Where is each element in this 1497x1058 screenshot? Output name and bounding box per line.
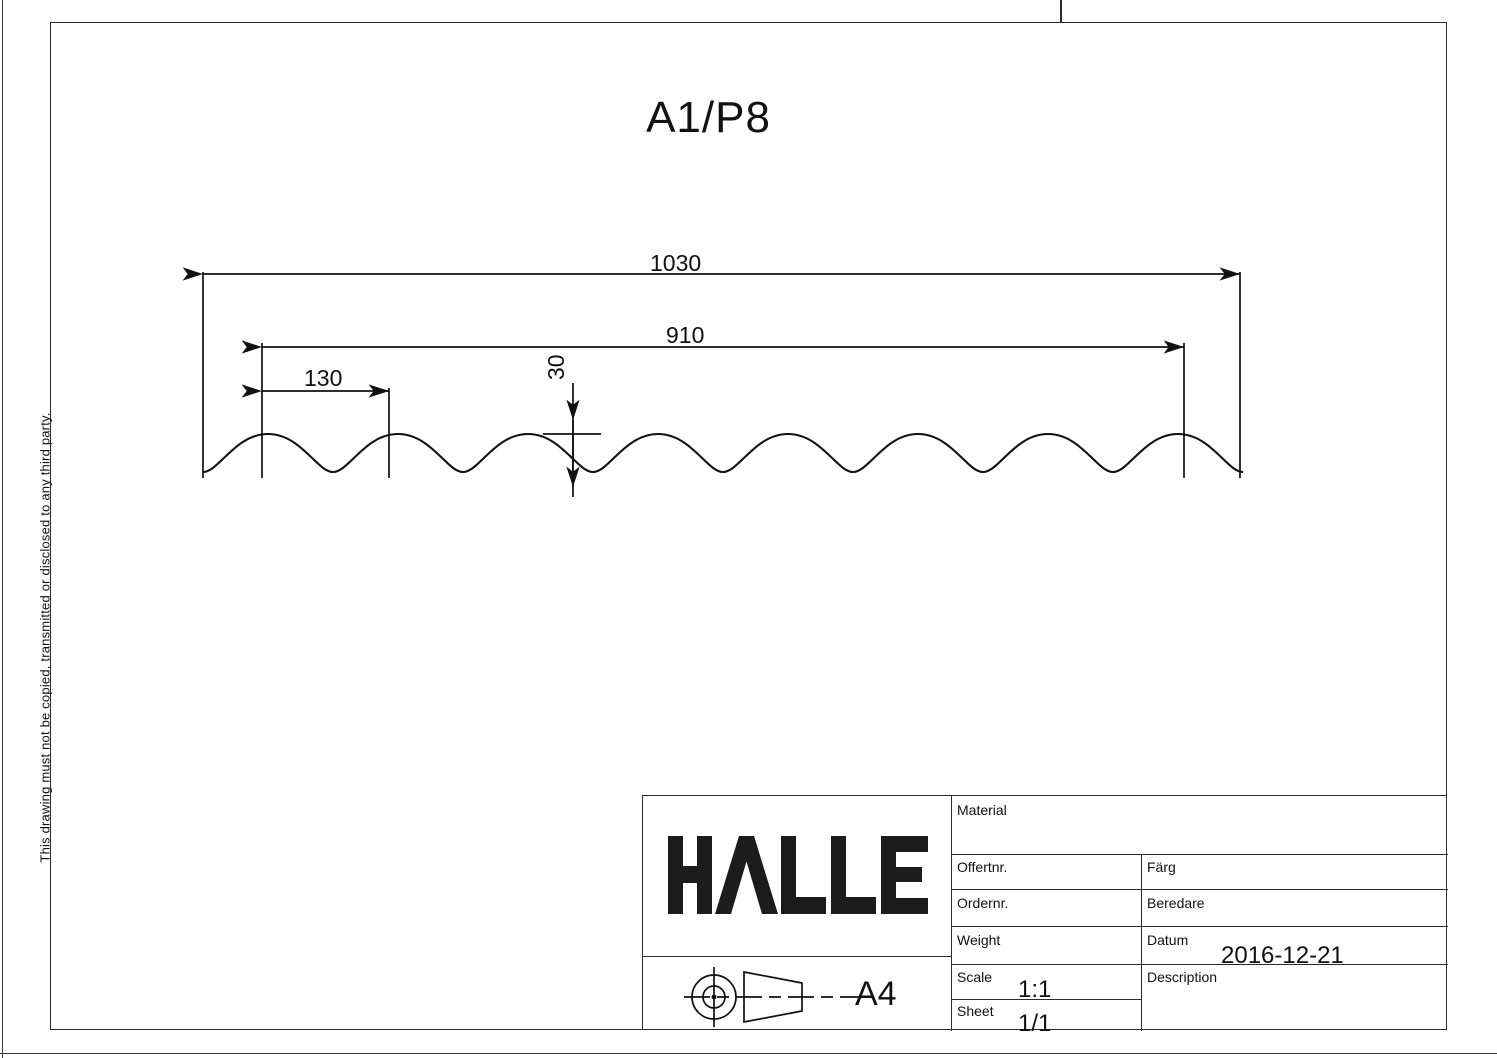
label-datum: Datum xyxy=(1147,932,1189,948)
label-weight: Weight xyxy=(957,932,1001,948)
dimension-label-30: 30 xyxy=(543,354,569,380)
label-description: Description xyxy=(1147,969,1218,985)
label-sheet: Sheet xyxy=(957,1003,994,1019)
tb-row-divider-4 xyxy=(951,964,1448,966)
title-block: Material Offertnr. Ordernr. Weight Scale… xyxy=(642,795,1448,1036)
halle-logo xyxy=(668,836,928,914)
tb-logo-divider xyxy=(643,956,951,958)
value-datum: 2016-12-21 xyxy=(1221,942,1344,969)
sheet-format-label: A4 xyxy=(855,975,897,1013)
label-offertnr: Offertnr. xyxy=(957,859,1008,875)
tb-divider-logo xyxy=(951,796,953,1031)
confidentiality-note: This drawing must not be copied, transmi… xyxy=(37,412,53,863)
page-edge-bottom xyxy=(0,1053,1497,1054)
tb-row-divider-2 xyxy=(951,889,1448,891)
center-tick-mark xyxy=(1060,0,1062,22)
tb-row-divider-5 xyxy=(951,999,1141,1001)
label-scale: Scale xyxy=(957,969,993,985)
tb-divider-mid xyxy=(1141,854,1143,1031)
dimension-label-130: 130 xyxy=(304,365,343,391)
part-title-text: A1/P8 xyxy=(646,93,771,142)
value-scale: 1:1 xyxy=(1018,976,1052,1003)
page-edge-left xyxy=(2,0,3,1058)
label-farg: Färg xyxy=(1147,859,1176,875)
dimension-label-910: 910 xyxy=(666,322,705,348)
dimension-label-1030: 1030 xyxy=(650,250,702,276)
label-material: Material xyxy=(957,802,1007,818)
label-ordernr: Ordernr. xyxy=(957,895,1009,911)
value-sheet: 1/1 xyxy=(1018,1010,1052,1037)
part-title: A1/P8 xyxy=(0,93,1497,143)
tb-row-divider-3 xyxy=(951,926,1448,928)
tb-row-divider-1 xyxy=(951,854,1448,856)
label-beredare: Beredare xyxy=(1147,895,1205,911)
